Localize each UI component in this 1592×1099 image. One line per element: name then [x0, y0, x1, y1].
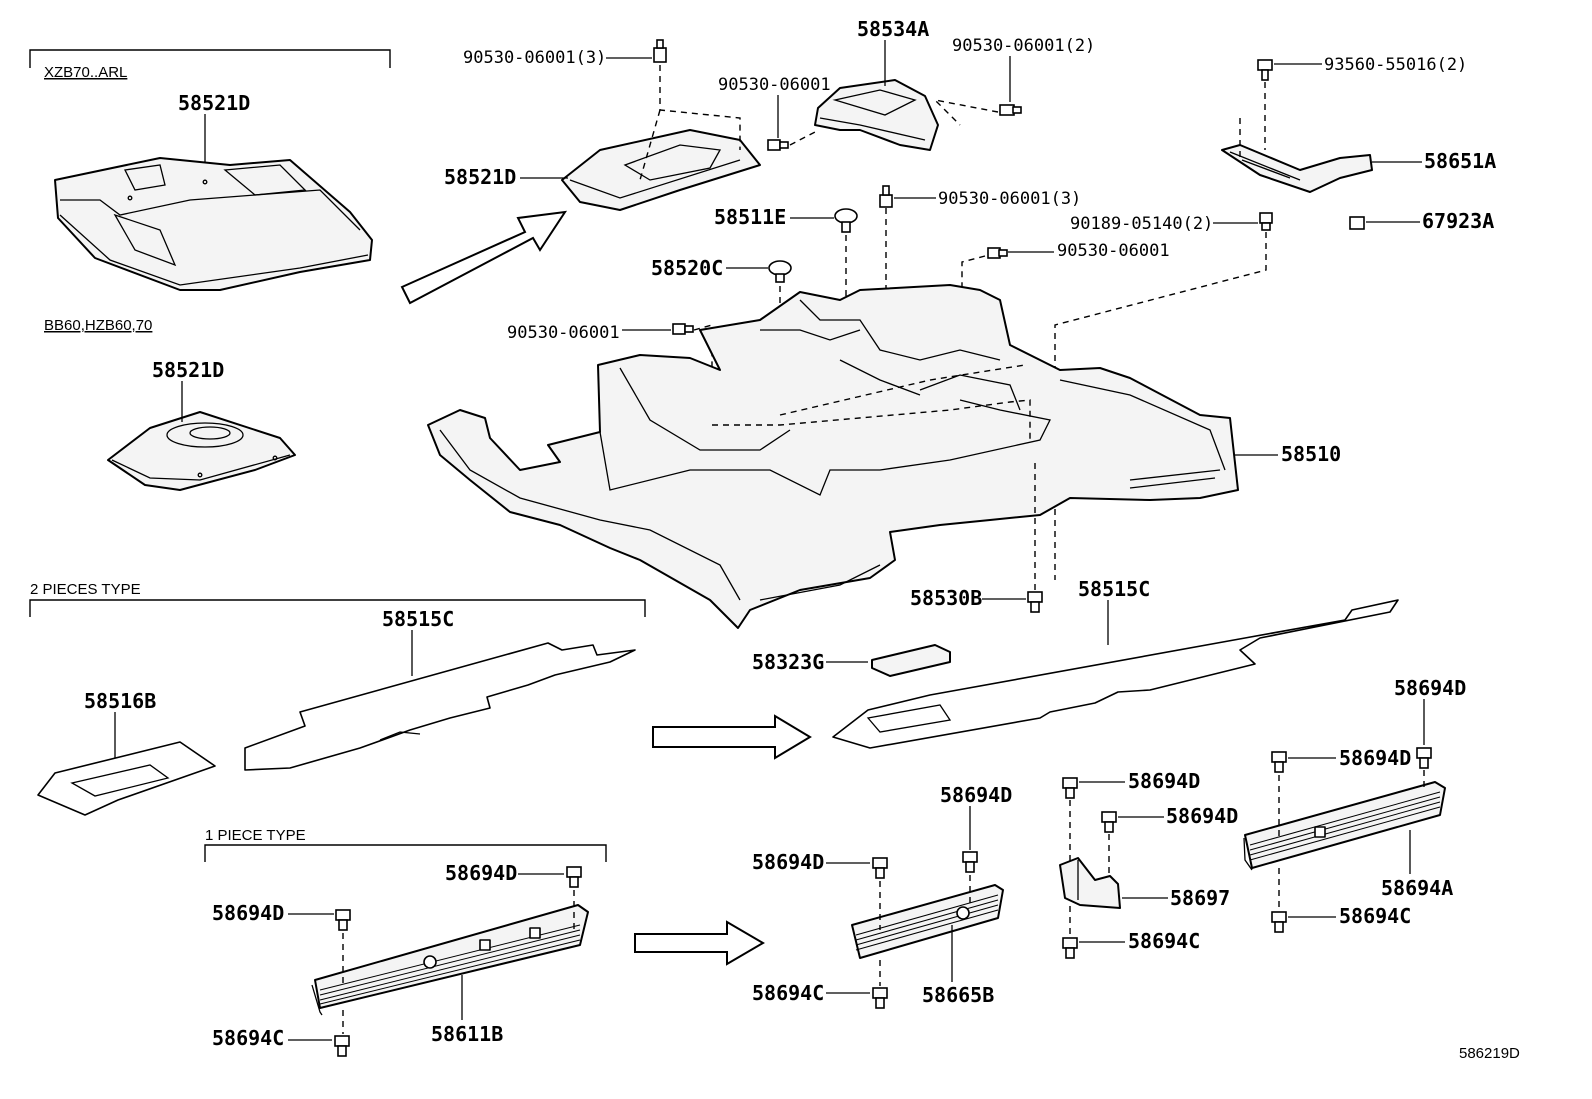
label-58694d-right-left: 58694D: [1339, 746, 1411, 770]
section-xzb70: XZB70..ARL: [29, 49, 391, 81]
diagram-code: 586219D: [1459, 1045, 1520, 1062]
fastener-90530-rightmid: [987, 247, 1008, 259]
section-two-pieces-label: 2 PIECES TYPE: [30, 581, 141, 598]
fastener-58694d-right-left: [1271, 751, 1287, 773]
fastener-58511e-plug: [834, 208, 858, 233]
fastener-93560: [1257, 59, 1273, 81]
part-58665b-scuff-plate: [851, 884, 1004, 959]
label-58694d-bracket-lower: 58694D: [1166, 804, 1238, 828]
label-90530-06001-2: 90530-06001(2): [952, 36, 1095, 56]
part-58611b-scuff-plate: [311, 904, 589, 1016]
label-58521d-cover: 58521D: [444, 165, 516, 189]
fastener-58694d-bracket-upper: [1062, 777, 1078, 799]
fastener-58694d-1p-left: [335, 909, 351, 931]
fastener-67923a-clip: [1349, 216, 1365, 230]
label-58511e: 58511E: [714, 205, 786, 229]
label-58530b: 58530B: [910, 586, 982, 610]
section-two-pieces: 2 PIECES TYPE: [29, 581, 646, 617]
label-90530-06001-console: 90530-06001: [718, 75, 831, 95]
part-58521d-console-cover: [561, 129, 761, 211]
part-58534a-console-upper: [814, 79, 939, 151]
part-58651a-bracket: [1221, 144, 1373, 193]
label-58694d-1p-right: 58694D: [445, 861, 517, 885]
fastener-90530-top: [653, 39, 667, 63]
part-58694a-scuff-plate: [1243, 781, 1446, 871]
direction-arrow-diagonal: [400, 210, 568, 305]
label-58694c-1p: 58694C: [212, 1026, 284, 1050]
section-xzb70-label: XZB70..ARL: [44, 64, 127, 81]
fastener-90530-left: [672, 323, 694, 335]
label-90530-06001-3-top: 90530-06001(3): [463, 48, 606, 68]
section-bb60-label: BB60,HZB60,70: [44, 317, 152, 334]
label-58651a: 58651A: [1424, 149, 1496, 173]
label-58694c-bracket: 58694C: [1128, 929, 1200, 953]
label-58694d-1p-left: 58694D: [212, 901, 284, 925]
part-58521d-large-mat: [54, 157, 373, 291]
label-58694d-right-top: 58694D: [1394, 676, 1466, 700]
part-58697-bracket: [1059, 857, 1121, 909]
label-58694d-sill-left: 58694D: [752, 850, 824, 874]
fastener-90530-console-left: [767, 139, 789, 151]
label-58516b: 58516B: [84, 689, 156, 713]
label-58694c-sill: 58694C: [752, 981, 824, 1005]
label-58521d-top: 58521D: [178, 91, 250, 115]
label-58697: 58697: [1170, 886, 1230, 910]
part-58515c-pad-right: [832, 599, 1399, 749]
label-58323g: 58323G: [752, 650, 824, 674]
fastener-58694d-1p-right: [566, 866, 582, 888]
label-58515c-right: 58515C: [1078, 577, 1150, 601]
part-58323g-pad: [871, 644, 951, 677]
section-one-piece-label: 1 PIECE TYPE: [205, 827, 306, 844]
fastener-90530-center: [879, 185, 893, 208]
label-90189-05140-2: 90189-05140(2): [1070, 214, 1213, 234]
fastener-58694c-1p: [334, 1035, 350, 1057]
section-one-piece: 1 PIECE TYPE: [204, 827, 607, 862]
fastener-58694c-sill: [872, 987, 888, 1009]
fastener-58694c-right: [1271, 911, 1287, 933]
label-58520c: 58520C: [651, 256, 723, 280]
label-58694c-right: 58694C: [1339, 904, 1411, 928]
fastener-58694d-sill-top: [962, 851, 978, 873]
label-58611b: 58611B: [431, 1022, 503, 1046]
fastener-90530-console-right: [999, 104, 1022, 116]
label-58665b: 58665B: [922, 983, 994, 1007]
part-58515c-pad-left: [244, 642, 636, 771]
direction-arrow-pieces: [652, 714, 812, 760]
fastener-58694d-right-top: [1416, 747, 1432, 769]
direction-arrow-one-piece: [634, 920, 765, 966]
fastener-58530b-clip: [1027, 591, 1043, 613]
label-58694d-sill-top: 58694D: [940, 783, 1012, 807]
fastener-58520c-plug: [768, 260, 792, 283]
label-67923a: 67923A: [1422, 209, 1494, 233]
fastener-90189: [1259, 212, 1273, 231]
part-58510-floor-carpet: [427, 284, 1239, 629]
fastener-58694d-sill-left: [872, 857, 888, 879]
label-90530-06001-left: 90530-06001: [507, 323, 620, 343]
label-58694d-bracket-upper: 58694D: [1128, 769, 1200, 793]
fastener-58694c-bracket: [1062, 937, 1078, 959]
label-58515c-left: 58515C: [382, 607, 454, 631]
label-90530-06001-3-center: 90530-06001(3): [938, 189, 1081, 209]
label-90530-06001-rightmid: 90530-06001: [1057, 241, 1170, 261]
fastener-58694d-bracket-lower: [1101, 811, 1117, 833]
label-58510: 58510: [1281, 442, 1341, 466]
label-58534a: 58534A: [857, 17, 929, 41]
part-58521d-small-mat: [107, 411, 296, 491]
part-58516b-pad: [37, 741, 216, 816]
label-58694a: 58694A: [1381, 876, 1453, 900]
label-58521d-bb60: 58521D: [152, 358, 224, 382]
label-93560-55016-2: 93560-55016(2): [1324, 55, 1467, 75]
